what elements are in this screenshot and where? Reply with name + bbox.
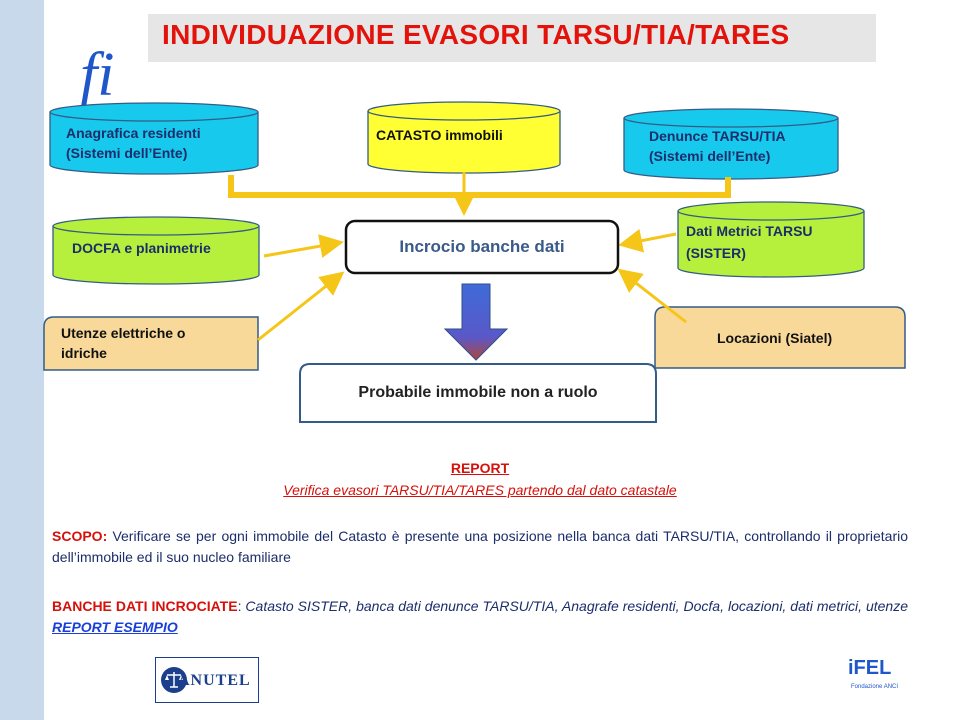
node-probabile [299,363,657,423]
anagrafica-label-line2: (Sistemi dell’Ente) [66,145,188,161]
title-banner [148,14,876,62]
report-esempio-link[interactable]: REPORT ESEMPIO [52,619,178,635]
anutel-name: ANUTEL [178,672,251,689]
probabile-label: Probabile immobile non a ruolo [358,384,598,401]
arrow-locazioni-incrocio [617,268,687,324]
banche-label: BANCHE DATI INCROCIATE [52,598,238,614]
docfa-label: DOCFA e planimetrie [72,240,211,256]
banche-paragraph: BANCHE DATI INCROCIATE: Catasto SISTER, … [52,596,908,638]
ifel-logo-mark: fi [80,41,115,109]
report-title: REPORT [450,460,510,476]
report-subtitle: Verifica evasori TARSU/TIA/TARES partend… [283,482,677,498]
scopo-paragraph: SCOPO: Verificare se per ogni immobile d… [52,526,908,568]
incrocio-label: Incrocio banche dati [399,237,565,256]
ifel-subtitle: Fondazione ANCI [851,684,899,690]
utenze-label-line1: Utenze elettriche o [61,325,186,341]
denunce-label-line2: (Sistemi dell’Ente) [649,148,771,164]
utenze-label-line2: idriche [61,345,107,361]
slide-title: INDIVIDUAZIONE EVASORI TARSU/TIA/TARES [162,19,790,50]
node-locazioni [654,306,906,369]
locazioni-label: Locazioni (Siatel) [717,330,833,346]
dati-metrici-label-line2: (SISTER) [686,245,746,261]
anagrafica-label-line1: Anagrafica residenti [66,125,201,141]
banche-text: Catasto SISTER, banca dati denunce TARSU… [241,598,908,614]
scopo-text: Verificare se per ogni immobile del Cata… [52,528,908,565]
arrow-dati-metrici-incrocio [618,228,677,253]
arrow-down-result [443,283,509,361]
node-anagrafica [49,102,259,175]
scales-icon [161,667,187,693]
node-incrocio [344,219,620,275]
denunce-label-line1: Denunce TARSU/TIA [649,128,786,144]
scopo-label: SCOPO: [52,528,108,544]
left-stripe [0,0,44,720]
arrow-docfa-incrocio [263,234,344,258]
node-denunce [623,108,839,180]
dati-metrici-label-line1: Dati Metrici TARSU [686,223,813,239]
arrow-utenze-incrocio [257,271,345,342]
node-catasto [367,101,561,174]
node-utenze [43,316,259,371]
banche-colon: : [237,598,242,614]
catasto-label: CATASTO immobili [376,127,503,143]
node-dati-metrici [677,201,865,278]
ifel-logo: iFEL [848,657,892,679]
anutel-logo [155,657,259,703]
connector-bracket [228,175,731,198]
node-docfa [52,216,260,285]
